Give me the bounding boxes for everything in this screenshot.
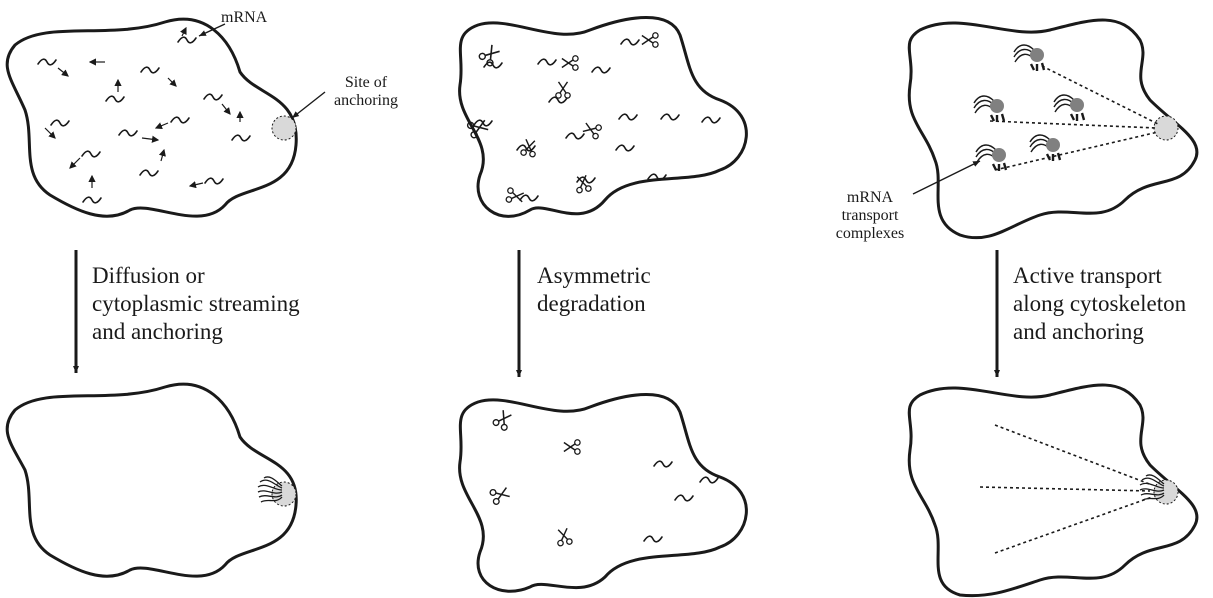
caption-diffusion: Diffusion or cytoplasmic streaming and a… [92, 262, 300, 346]
caption-active-transport: Active transport along cytoskeleton and … [1013, 262, 1186, 346]
scissors-icons [489, 409, 580, 546]
caption-line: along cytoskeleton [1013, 290, 1186, 318]
caption-line: degradation [537, 290, 651, 318]
cell-outline [460, 18, 747, 217]
caption-degradation: Asymmetric degradation [537, 262, 651, 318]
anchor-site [1154, 116, 1178, 140]
caption-line: cytoplasmic streaming [92, 290, 300, 318]
caption-line: Diffusion or [92, 262, 300, 290]
caption-line: and anchoring [92, 318, 300, 346]
anchor-site [272, 482, 296, 506]
transport-complexes-label: mRNA transport complexes [826, 189, 914, 243]
mrna-label: mRNA [221, 9, 267, 27]
cell-degradation-before [460, 18, 747, 217]
site-of-anchoring-line: Site of [326, 74, 406, 92]
mrna-strands [644, 461, 718, 542]
caption-line: Active transport [1013, 262, 1186, 290]
cell-diffusion-before [7, 19, 325, 216]
complexes-pointer [913, 161, 980, 194]
cell-outline [7, 19, 296, 216]
mrna-strands [38, 37, 250, 203]
caption-line: and anchoring [1013, 318, 1186, 346]
site-of-anchoring-label: Site of anchoring [326, 74, 406, 110]
transport-complexes-line: complexes [826, 225, 914, 243]
cell-transport-after [909, 385, 1197, 596]
anchor-site [272, 116, 296, 140]
cell-degradation-after [460, 395, 747, 592]
motion-arrows [45, 28, 240, 188]
cell-diffusion-after [7, 384, 296, 576]
cytoskeleton-tracks [980, 425, 1152, 553]
transport-complexes-line: transport [826, 207, 914, 225]
caption-line: Asymmetric [537, 262, 651, 290]
anchor-site [1154, 480, 1178, 504]
anchoring-pointer [292, 92, 325, 118]
cell-transport-before [909, 20, 1197, 238]
mrna-transport-complexes [974, 45, 1084, 171]
transport-complexes-line: mRNA [826, 189, 914, 207]
cell-outline [7, 384, 296, 576]
site-of-anchoring-line: anchoring [326, 92, 406, 110]
